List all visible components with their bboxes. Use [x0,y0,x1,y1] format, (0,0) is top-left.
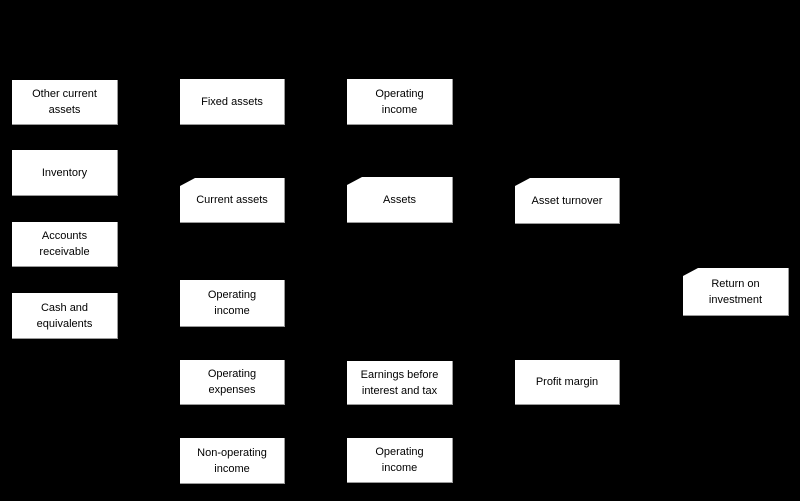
node-earnings-before-interest-and-tax: Earnings before interest and tax [347,361,453,405]
node-other-current-assets: Other current assets [12,80,118,125]
node-cash-and-equivalents: Cash and equivalents [12,293,118,339]
node-label: Operating expenses [207,368,257,396]
node-accounts-receivable: Accounts receivable [12,222,118,267]
node-current-assets: Current assets [177,176,285,223]
node-operating-expenses: Operating expenses [180,360,285,405]
node-operating-income-left: Operating income [180,280,285,327]
node-label: Accounts receivable [39,230,90,258]
arrowhead-icon [512,176,530,186]
node-label: Profit margin [535,376,599,388]
node-label: Other current assets [32,88,97,116]
node-label: Current assets [196,194,268,206]
node-non-operating-income: Non-operating income [180,438,285,484]
arrowhead-icon [680,266,698,276]
node-label: Asset turnover [531,194,603,207]
arrowhead-icon [177,176,195,186]
node-operating-income-mid-top: Operating income [347,79,453,125]
node-label: Fixed assets [201,95,263,108]
node-profit-margin: Profit margin [515,360,620,405]
node-label: Operating income [375,87,424,116]
node-inventory: Inventory [12,150,118,196]
node-label: Return on investment [708,277,763,306]
node-label: Operating income [207,289,257,317]
node-operating-income-mid-bottom: Operating income [347,438,453,483]
node-fixed-assets: Fixed assets [180,79,285,125]
node-label: Earnings before interest and tax [360,368,439,397]
node-label: Non-operating income [197,446,267,475]
node-asset-turnover: Asset turnover [512,176,620,224]
node-return-on-investment: Return on investment [680,266,789,316]
node-label: Operating income [375,446,424,474]
node-label: Assets [382,193,416,206]
node-label: Inventory [41,166,88,179]
node-assets: Assets [344,175,453,223]
node-label: Cash and equivalents [36,301,93,330]
arrowhead-icon [344,175,362,185]
